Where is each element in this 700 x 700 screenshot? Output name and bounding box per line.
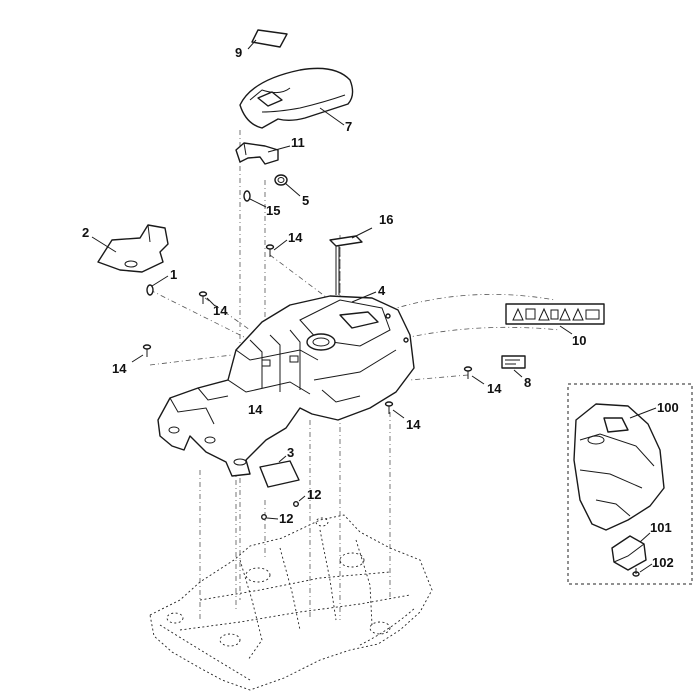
part-8-label [501, 355, 526, 378]
screw-14-e [384, 401, 394, 414]
callout-14-c: 14 [112, 361, 127, 376]
callout-16: 16 [379, 212, 393, 227]
screw-14-f [463, 366, 473, 379]
callout-3: 3 [287, 445, 294, 460]
inset-box [567, 383, 693, 585]
part-4-housing [157, 291, 415, 477]
chassis-ghost [149, 514, 433, 691]
callout-4: 4 [378, 283, 386, 298]
part-11-latch [235, 142, 291, 165]
callout-7: 7 [345, 119, 352, 134]
part-3-plate [259, 455, 300, 488]
callout-14-d: 14 [248, 402, 263, 417]
part-102-screw [632, 568, 640, 577]
screw-14-a [265, 244, 275, 257]
part-5-spring [274, 174, 301, 197]
part-10-warning-labels [505, 303, 605, 335]
callout-8: 8 [524, 375, 531, 390]
callout-14-e: 14 [406, 417, 421, 432]
callout-2: 2 [82, 225, 89, 240]
callout-11: 11 [291, 135, 305, 150]
part-2-bracket [91, 224, 169, 273]
part-15-pin [243, 190, 267, 208]
callout-100: 100 [657, 400, 679, 415]
callout-101: 101 [650, 520, 672, 535]
callout-1: 1 [170, 267, 177, 282]
callout-10: 10 [572, 333, 586, 348]
callout-5: 5 [302, 193, 309, 208]
callout-14-f: 14 [487, 381, 502, 396]
callout-14-b: 14 [213, 303, 228, 318]
callout-102: 102 [652, 555, 674, 570]
part-12-screws [261, 495, 306, 521]
callout-12-b: 12 [279, 511, 293, 526]
part-16-tag [329, 227, 373, 295]
callout-labels: 9 7 11 5 15 16 2 14 1 4 14 10 14 8 14 10… [82, 45, 679, 570]
part-9-label [247, 29, 288, 50]
screw-14-b [198, 291, 208, 304]
screw-14-c [142, 344, 152, 357]
part-7-cover [239, 67, 354, 129]
callout-15: 15 [266, 203, 280, 218]
callout-14-a: 14 [288, 230, 303, 245]
part-1-o-ring [146, 275, 169, 296]
warning-triangle-icon [512, 307, 584, 321]
callout-9: 9 [235, 45, 242, 60]
callout-12-a: 12 [307, 487, 321, 502]
